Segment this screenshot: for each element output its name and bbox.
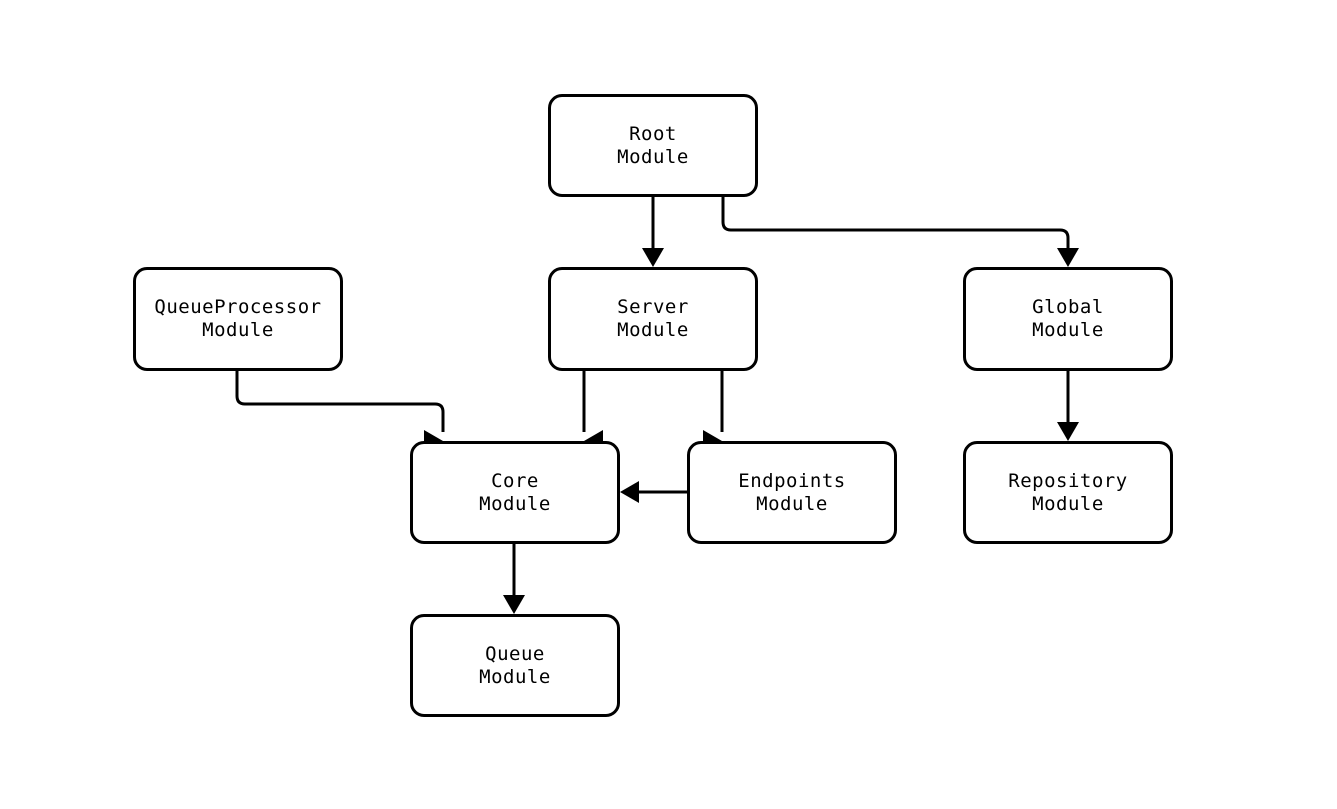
edge-queueprocessor-to-core — [235, 371, 445, 432]
node-global-label-line1: Global — [1032, 296, 1104, 318]
node-queue-label-line1: Queue — [485, 642, 545, 665]
node-queueprocessor-label-line2: Module — [202, 319, 274, 341]
node-queueprocessor-label-line1: QueueProcessor — [154, 296, 322, 318]
node-repository[interactable]: Repository Module — [963, 441, 1173, 544]
node-repository-label-line2: Module — [1032, 492, 1104, 515]
arrowhead-global-to-repository — [1057, 422, 1079, 441]
node-root-label-line2: Module — [617, 145, 689, 168]
node-queue[interactable]: Queue Module — [410, 614, 620, 717]
arrowhead-root-to-global — [1057, 248, 1079, 267]
arrowhead-root-to-server — [642, 248, 664, 267]
arrowhead-endpoints-to-core — [620, 481, 639, 503]
node-core-label-line2: Module — [479, 492, 551, 515]
arrowhead-core-to-queue — [503, 595, 525, 614]
node-root[interactable]: Root Module — [548, 94, 758, 197]
node-server-label-line2: Module — [617, 319, 689, 341]
node-core[interactable]: Core Module — [410, 441, 620, 544]
node-endpoints-label-line2: Module — [756, 492, 828, 515]
node-global[interactable]: Global Module — [963, 267, 1173, 371]
node-endpoints[interactable]: Endpoints Module — [687, 441, 897, 544]
node-endpoints-label-line1: Endpoints — [738, 469, 846, 492]
node-queue-label-line2: Module — [479, 665, 551, 688]
node-global-label-line2: Module — [1032, 319, 1104, 341]
node-core-label-line1: Core — [491, 469, 539, 492]
edge-root-to-global — [721, 197, 1070, 258]
node-server-label-line1: Server — [617, 296, 689, 318]
node-queueprocessor[interactable]: QueueProcessor Module — [133, 267, 343, 371]
node-repository-label-line1: Repository — [1008, 469, 1128, 492]
node-root-label-line1: Root — [629, 122, 677, 145]
node-server[interactable]: Server Module — [548, 267, 758, 371]
